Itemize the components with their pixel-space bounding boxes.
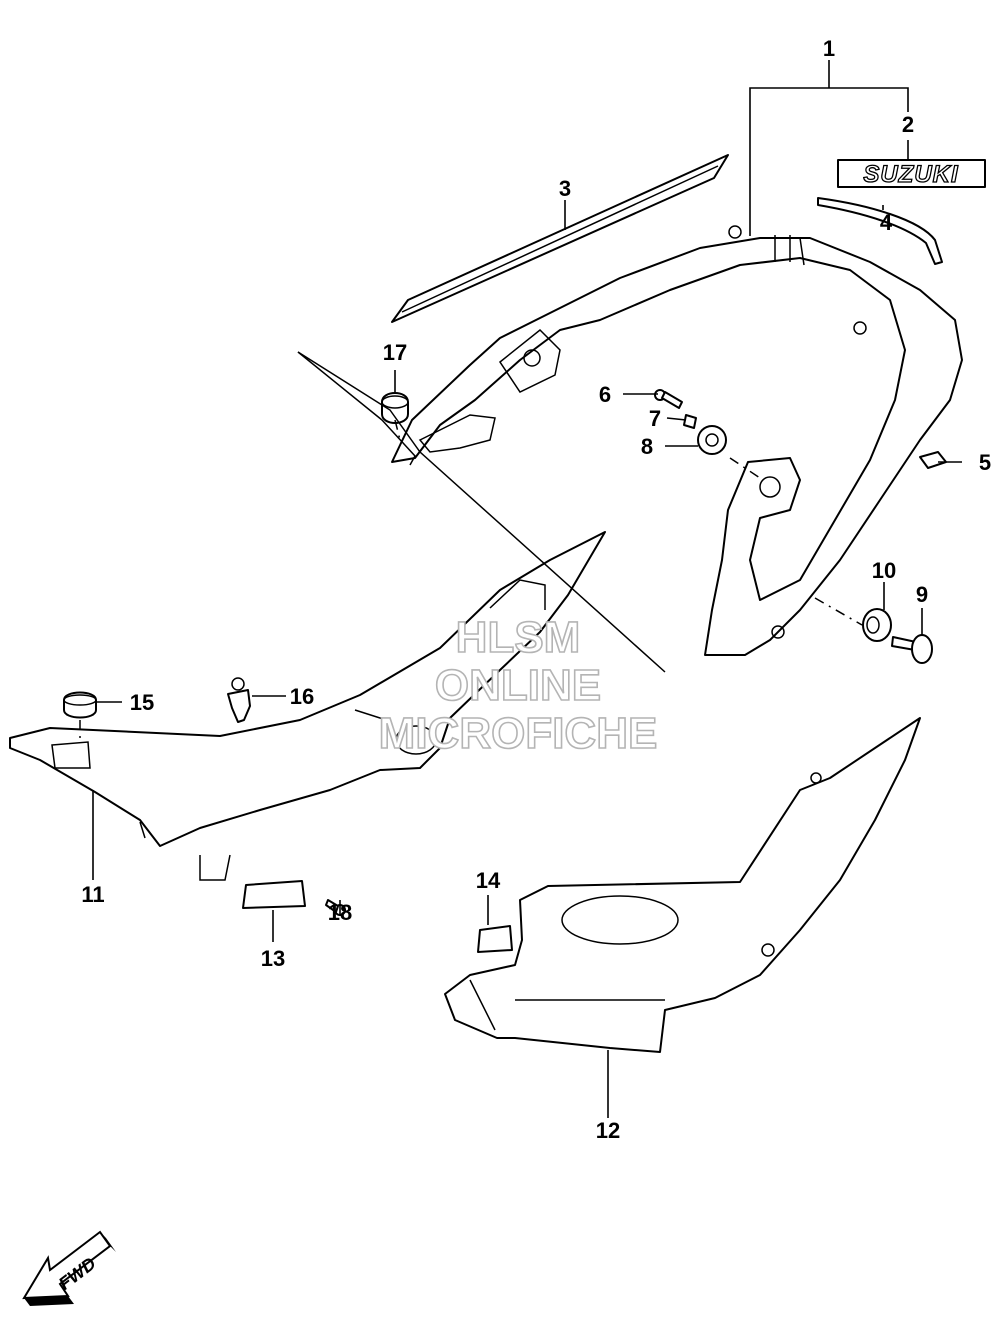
leader-lines	[92, 60, 962, 1118]
callout-18: 18	[328, 900, 352, 925]
nut-5-part[interactable]	[919, 451, 947, 469]
assembly-line-a	[297, 351, 666, 673]
grommet-15-part[interactable]	[63, 691, 97, 719]
assembly-line-b	[297, 351, 416, 466]
clip-16-part[interactable]	[227, 677, 251, 723]
collar-7-part[interactable]	[683, 414, 697, 429]
watermark-line-2: ONLINE	[435, 661, 601, 710]
seat-tail-cover-part[interactable]	[391, 225, 963, 656]
callout-12: 12	[596, 1118, 620, 1143]
callout-1: 1	[823, 36, 835, 61]
dash-line-17	[394, 419, 401, 441]
callout-4: 4	[880, 210, 893, 235]
callout-14: 14	[476, 868, 501, 893]
callout-9: 9	[916, 582, 928, 607]
callout-5: 5	[979, 450, 991, 475]
callout-10: 10	[872, 558, 896, 583]
bolt-9-part[interactable]	[891, 634, 933, 664]
frame-cover-left-part[interactable]	[9, 531, 606, 881]
watermark-line-1: HLSM	[456, 613, 581, 662]
callout-17: 17	[383, 340, 407, 365]
cushion-14-part[interactable]	[477, 925, 513, 953]
side-cover-part[interactable]	[444, 717, 921, 1053]
callout-3: 3	[559, 176, 571, 201]
callout-7: 7	[649, 406, 661, 431]
watermark: HLSM ONLINE MICROFICHE	[378, 612, 658, 759]
callout-13: 13	[261, 946, 285, 971]
cushion-13-part[interactable]	[242, 880, 306, 909]
callout-2: 2	[902, 112, 914, 137]
callout-8: 8	[641, 434, 653, 459]
dash-line-10	[814, 597, 863, 626]
callout-16: 16	[290, 684, 314, 709]
cushion-10-part[interactable]	[862, 608, 892, 642]
watermark-line-3: MICROFICHE	[379, 709, 658, 758]
callout-11: 11	[81, 882, 104, 907]
suzuki-emblem-text: SUZUKI	[863, 161, 959, 188]
side-tape-part[interactable]	[817, 197, 943, 265]
suzuki-emblem-part[interactable]: SUZUKI	[837, 159, 986, 189]
dash-line-8	[729, 457, 761, 479]
callout-15: 15	[130, 690, 154, 715]
stripe-tape-part[interactable]	[391, 154, 729, 323]
screw-6-part[interactable]	[654, 389, 683, 409]
grommet-17-part[interactable]	[381, 392, 409, 424]
fwd-arrow-icon: FWD	[22, 1230, 116, 1306]
callout-6: 6	[599, 382, 611, 407]
cushion-8-part[interactable]	[697, 425, 727, 455]
